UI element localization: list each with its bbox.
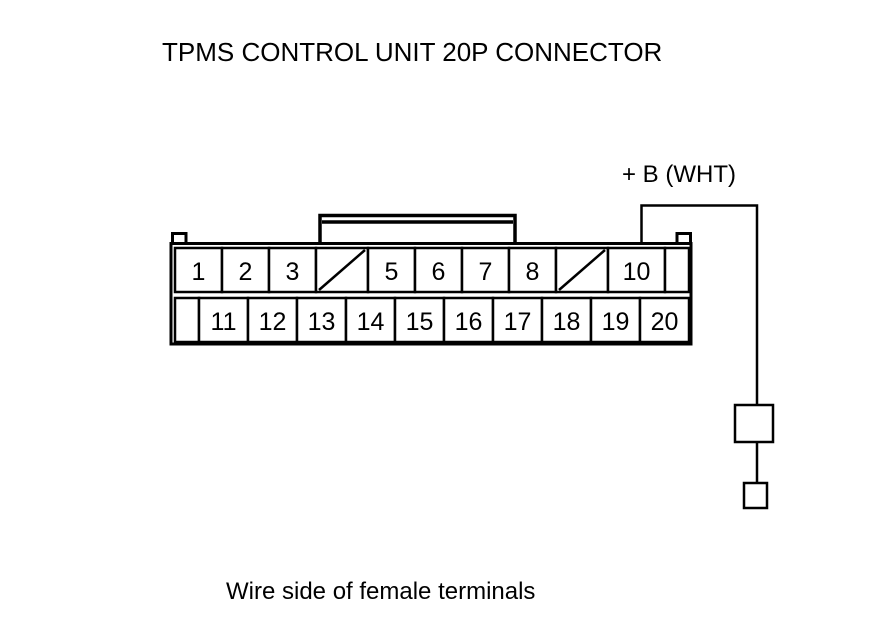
pin-cell-20[interactable]: 20 — [638, 296, 691, 344]
pin-cell-8[interactable]: 8 — [507, 246, 558, 294]
pin-label: 1 — [192, 258, 206, 286]
bottom-row-blank-start — [173, 296, 201, 344]
pin-cell-18[interactable]: 18 — [540, 296, 593, 344]
pin-label: 5 — [385, 258, 399, 286]
pin-cell-2[interactable]: 2 — [220, 246, 271, 294]
connector-latch — [318, 213, 517, 244]
pin-label: 15 — [406, 308, 434, 336]
top-row: 1 2 3 5 — [173, 246, 691, 294]
pin-cell-5[interactable]: 5 — [366, 246, 417, 294]
pin-cell-7[interactable]: 7 — [460, 246, 511, 294]
wire-label-plus-b: + B (WHT) — [622, 161, 736, 188]
pin-label: 11 — [211, 308, 237, 336]
pin-label: 17 — [504, 308, 532, 336]
pin-cell-10[interactable]: 10 — [606, 246, 667, 294]
pin-cell-3[interactable]: 3 — [267, 246, 318, 294]
pin-label: 8 — [526, 258, 540, 286]
pin-cell-19[interactable]: 19 — [589, 296, 642, 344]
pin-label: 6 — [432, 258, 446, 286]
terminal-box-small — [742, 481, 769, 510]
pin-label: 13 — [308, 308, 336, 336]
pin-cell-17[interactable]: 17 — [491, 296, 544, 344]
pin-label: 2 — [239, 258, 253, 286]
terminal-box-large — [733, 403, 775, 444]
pin-label: 10 — [623, 258, 651, 286]
pin-cell-1[interactable]: 1 — [173, 246, 224, 294]
pin-label: 20 — [651, 308, 679, 336]
pin-cell-13[interactable]: 13 — [295, 296, 348, 344]
pin-label: 14 — [357, 308, 385, 336]
pin-cell-16[interactable]: 16 — [442, 296, 495, 344]
bottom-row: 11 12 13 14 15 — [173, 296, 691, 344]
pin-cell-4-blank — [314, 246, 370, 294]
pin-cell-12[interactable]: 12 — [246, 296, 299, 344]
pin-cell-15[interactable]: 15 — [393, 296, 446, 344]
pin-cell-11[interactable]: 11 — [197, 296, 250, 344]
pin-cell-9-blank — [554, 246, 610, 294]
pin-cell-6[interactable]: 6 — [413, 246, 464, 294]
pin-label: 18 — [553, 308, 581, 336]
pin-label: 3 — [286, 258, 300, 286]
pin-label: 7 — [479, 258, 493, 286]
pin-label: 16 — [455, 308, 483, 336]
figure-caption: Wire side of female terminals — [226, 578, 535, 605]
pin-label: 19 — [602, 308, 630, 336]
top-row-blank-end — [663, 246, 691, 294]
page-title: TPMS CONTROL UNIT 20P CONNECTOR — [162, 37, 662, 67]
pin-cell-14[interactable]: 14 — [344, 296, 397, 344]
pin-label: 12 — [259, 308, 287, 336]
wire-path-plus-b — [640, 204, 759, 405]
